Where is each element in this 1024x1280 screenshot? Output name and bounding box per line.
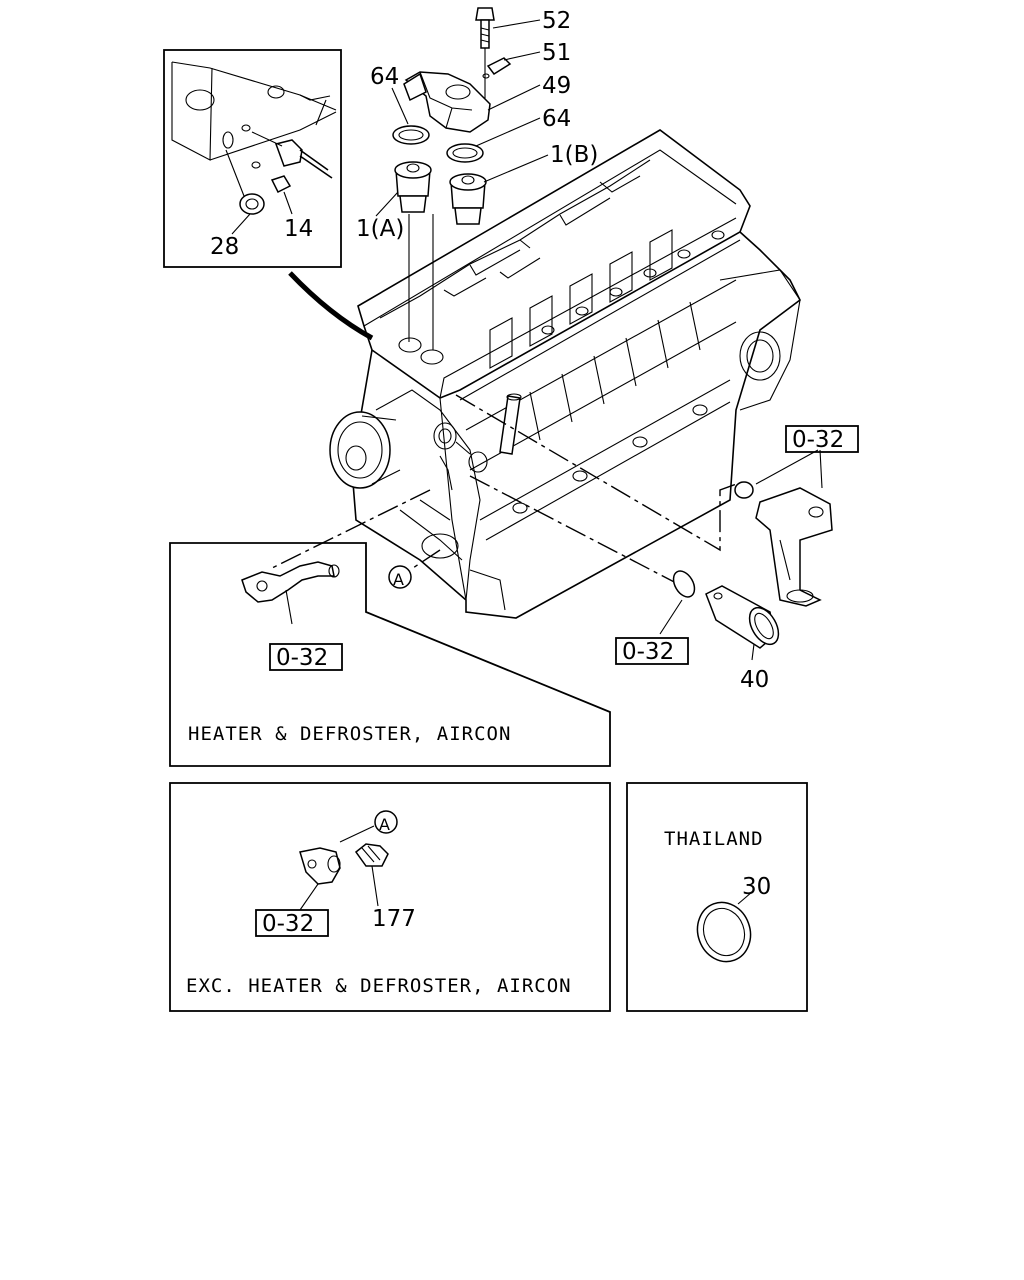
label-64-right: 64 — [542, 106, 571, 132]
dashed-leaders — [271, 394, 743, 586]
label-49: 49 — [542, 73, 571, 99]
label-ref-exc: 0-32 — [262, 911, 314, 937]
label-30: 30 — [742, 874, 771, 900]
label-14: 14 — [284, 216, 313, 242]
marker-a-engine-label: A — [393, 570, 404, 589]
label-ref-oring: 0-32 — [622, 639, 674, 665]
label-177: 177 — [372, 906, 416, 932]
engine-block — [329, 129, 802, 619]
label-51: 51 — [542, 40, 571, 66]
marker-a-engine-circle — [388, 565, 412, 589]
label-ref-right: 0-32 — [792, 427, 844, 453]
marker-a-exc-label: A — [379, 815, 390, 834]
label-28: 28 — [210, 234, 239, 260]
inlet-pipe-group — [659, 570, 780, 661]
caption-exc-heater: EXC. HEATER & DEFROSTER, AIRCON — [186, 975, 572, 997]
water-outlet-group — [734, 449, 833, 607]
thermostat-assembly — [392, 7, 512, 350]
marker-a-exc-circle — [374, 810, 398, 834]
caption-heater: HEATER & DEFROSTER, AIRCON — [188, 723, 511, 745]
exc-heater-inset — [169, 782, 611, 1012]
ref-box-right — [785, 425, 859, 453]
label-1b: 1(B) — [550, 142, 598, 168]
thailand-inset — [626, 782, 808, 1012]
ref-box-oring — [615, 637, 689, 665]
label-1a: 1(A) — [356, 216, 404, 242]
label-ref-heater: 0-32 — [276, 645, 328, 671]
inset-sensor-detail — [163, 49, 342, 268]
label-40: 40 — [740, 667, 769, 693]
heater-inset — [169, 542, 611, 767]
label-leaders — [375, 19, 549, 217]
label-52: 52 — [542, 8, 571, 34]
caption-thailand: THAILAND — [664, 828, 764, 850]
ref-box-exc — [255, 909, 329, 937]
label-64-left: 64 — [370, 64, 399, 90]
ref-box-heater — [269, 643, 343, 671]
